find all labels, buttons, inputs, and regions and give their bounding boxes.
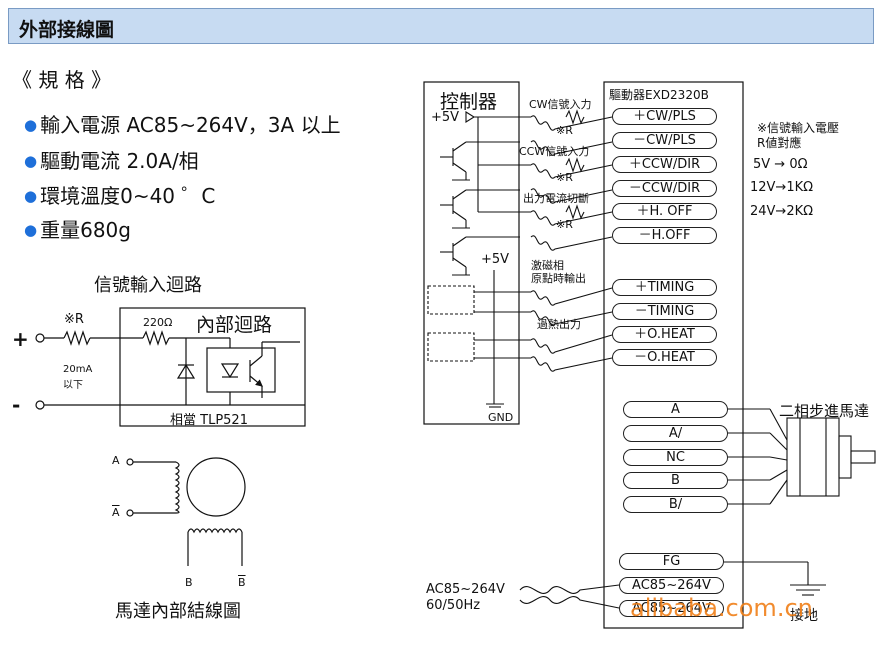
hoff-signal-label: 出力電流切斷 — [523, 192, 589, 205]
diode-icon — [176, 363, 196, 379]
inner-circuit-label: 內部迴路 — [196, 314, 273, 336]
terminal-motor-b: B — [623, 472, 728, 489]
timing-label-2: 原點時輸出 — [531, 272, 586, 285]
timing-label-1: 激磁相 — [531, 259, 564, 272]
supply-arrow-icon — [465, 111, 476, 123]
bullet-icon: ● — [24, 221, 38, 239]
terminal-ccw-minus: －CCW/DIR — [612, 180, 717, 197]
spec-item-power: ●輸入電源 AC85~264V，3A 以上 — [24, 113, 341, 137]
terminal-ac-2: AC85~264V — [619, 600, 724, 617]
page-title: 外部接線圖 — [19, 19, 115, 41]
plus-terminal-label: + — [12, 327, 29, 351]
resistor-note-row-24v: 24V→2KΩ — [750, 204, 814, 219]
terminal-motor-b-bar: B/ — [623, 496, 728, 513]
motor-terminal-b-bar: B — [238, 576, 246, 589]
driver-title: 驅動器EXD2320B — [609, 88, 709, 102]
terminal-oheat-minus: －O.HEAT — [612, 349, 717, 366]
input-circuit-schematic — [35, 307, 306, 427]
power-wiring — [519, 561, 826, 609]
spec-item-current: ●驅動電流 2.0A/相 — [24, 149, 199, 173]
bullet-icon: ● — [24, 116, 38, 134]
resistor-220-icon — [142, 330, 170, 346]
terminal-cw-minus: －CW/PLS — [612, 132, 717, 149]
terminal-hoff-plus: ＋H. OFF — [612, 203, 717, 220]
photocoupler-oheat-icon — [427, 332, 475, 362]
gnd-label: GND — [488, 411, 514, 424]
terminal-fg: FG — [619, 553, 724, 570]
current-note-label: 以下 — [63, 380, 83, 391]
r-mark-1: ※R — [556, 124, 573, 137]
cw-signal-label: CW信號入力 — [529, 98, 592, 111]
terminal-ccw-plus: ＋CCW/DIR — [612, 156, 717, 173]
terminal-motor-a: A — [623, 401, 728, 418]
minus-terminal-label: - — [12, 393, 21, 417]
resistor-note-row-12v: 12V→1KΩ — [750, 180, 814, 195]
bullet-icon: ● — [24, 187, 38, 205]
transistor-icon — [440, 236, 520, 276]
resistor-mark-label: ※R — [64, 312, 84, 327]
terminal-timing-minus: －TIMING — [612, 303, 717, 320]
plus-terminal-icon — [35, 333, 45, 343]
resistor-note-line1: ※信號輸入電壓 — [757, 121, 840, 135]
stepper-motor-label: 二相步進馬達 — [779, 402, 870, 420]
motor-terminal-a: A — [112, 454, 120, 467]
resistor-note-line2: R値對應 — [757, 136, 802, 150]
motor-internal-schematic — [126, 457, 246, 566]
terminal-timing-plus: ＋TIMING — [612, 279, 717, 296]
motor-terminal-b: B — [185, 576, 193, 589]
resistor-icon — [565, 204, 585, 220]
controller-box — [423, 81, 520, 425]
motor-terminal-a-bar: A — [112, 506, 120, 519]
resistor-220-label: 220Ω — [143, 316, 173, 329]
minus-terminal-icon — [35, 400, 45, 410]
driver-box — [603, 81, 744, 629]
motor-internal-caption: 馬達內部結線圖 — [115, 601, 241, 622]
transistor-icon — [440, 189, 520, 229]
signal-wiring — [530, 109, 613, 372]
header-bar: 外部接線圖 — [8, 8, 874, 44]
coil-a-icon — [174, 461, 180, 514]
photocoupler-icon — [206, 347, 276, 393]
terminal-oheat-plus: ＋O.HEAT — [612, 326, 717, 343]
ground-label: 接地 — [790, 608, 818, 624]
coil-b-icon — [187, 528, 243, 534]
power-frequency-label: 60/50Hz — [426, 598, 481, 613]
ac-cable-icon — [519, 584, 620, 594]
resistor-note-row-5v: 5V → 0Ω — [753, 157, 808, 172]
transistor-icon — [440, 141, 520, 181]
bullet-icon: ● — [24, 152, 38, 170]
controller-5v-label: +5V — [431, 110, 460, 125]
terminal-hoff-minus: －H.OFF — [612, 227, 717, 244]
photocoupler-timing-icon — [427, 285, 475, 315]
inner-circuit-box — [119, 307, 306, 427]
stepper-motor-icon — [786, 417, 840, 497]
terminal-cw-plus: ＋CW/PLS — [612, 108, 717, 125]
resistor-icon — [565, 109, 585, 125]
rotor-icon — [186, 457, 246, 517]
resistor-icon — [565, 157, 585, 173]
spec-item-temperature: ●環境溫度0~40 ゜C — [24, 184, 216, 208]
resistor-icon — [63, 330, 91, 346]
specs-title: 《 規 格 》 — [12, 68, 112, 92]
controller-title: 控制器 — [440, 91, 498, 113]
current-label: 20mA — [63, 364, 93, 375]
equivalent-label: 相當 TLP521 — [170, 413, 248, 428]
watermark-text: alibaba.com.cn — [630, 594, 813, 622]
input-circuit-title: 信號輸入迴路 — [94, 275, 202, 296]
controller-internals — [427, 111, 531, 408]
motor-wiring — [728, 408, 876, 505]
spec-item-weight: ●重量680g — [24, 218, 131, 242]
terminal-motor-a-bar: A/ — [623, 425, 728, 442]
power-input-label: AC85~264V — [426, 582, 505, 597]
ccw-signal-label: CCW信號入力 — [519, 145, 590, 158]
controller-5v-label-2: +5V — [481, 252, 510, 267]
terminal-motor-nc: NC — [623, 449, 728, 466]
terminal-ac-1: AC85~264V — [619, 577, 724, 594]
